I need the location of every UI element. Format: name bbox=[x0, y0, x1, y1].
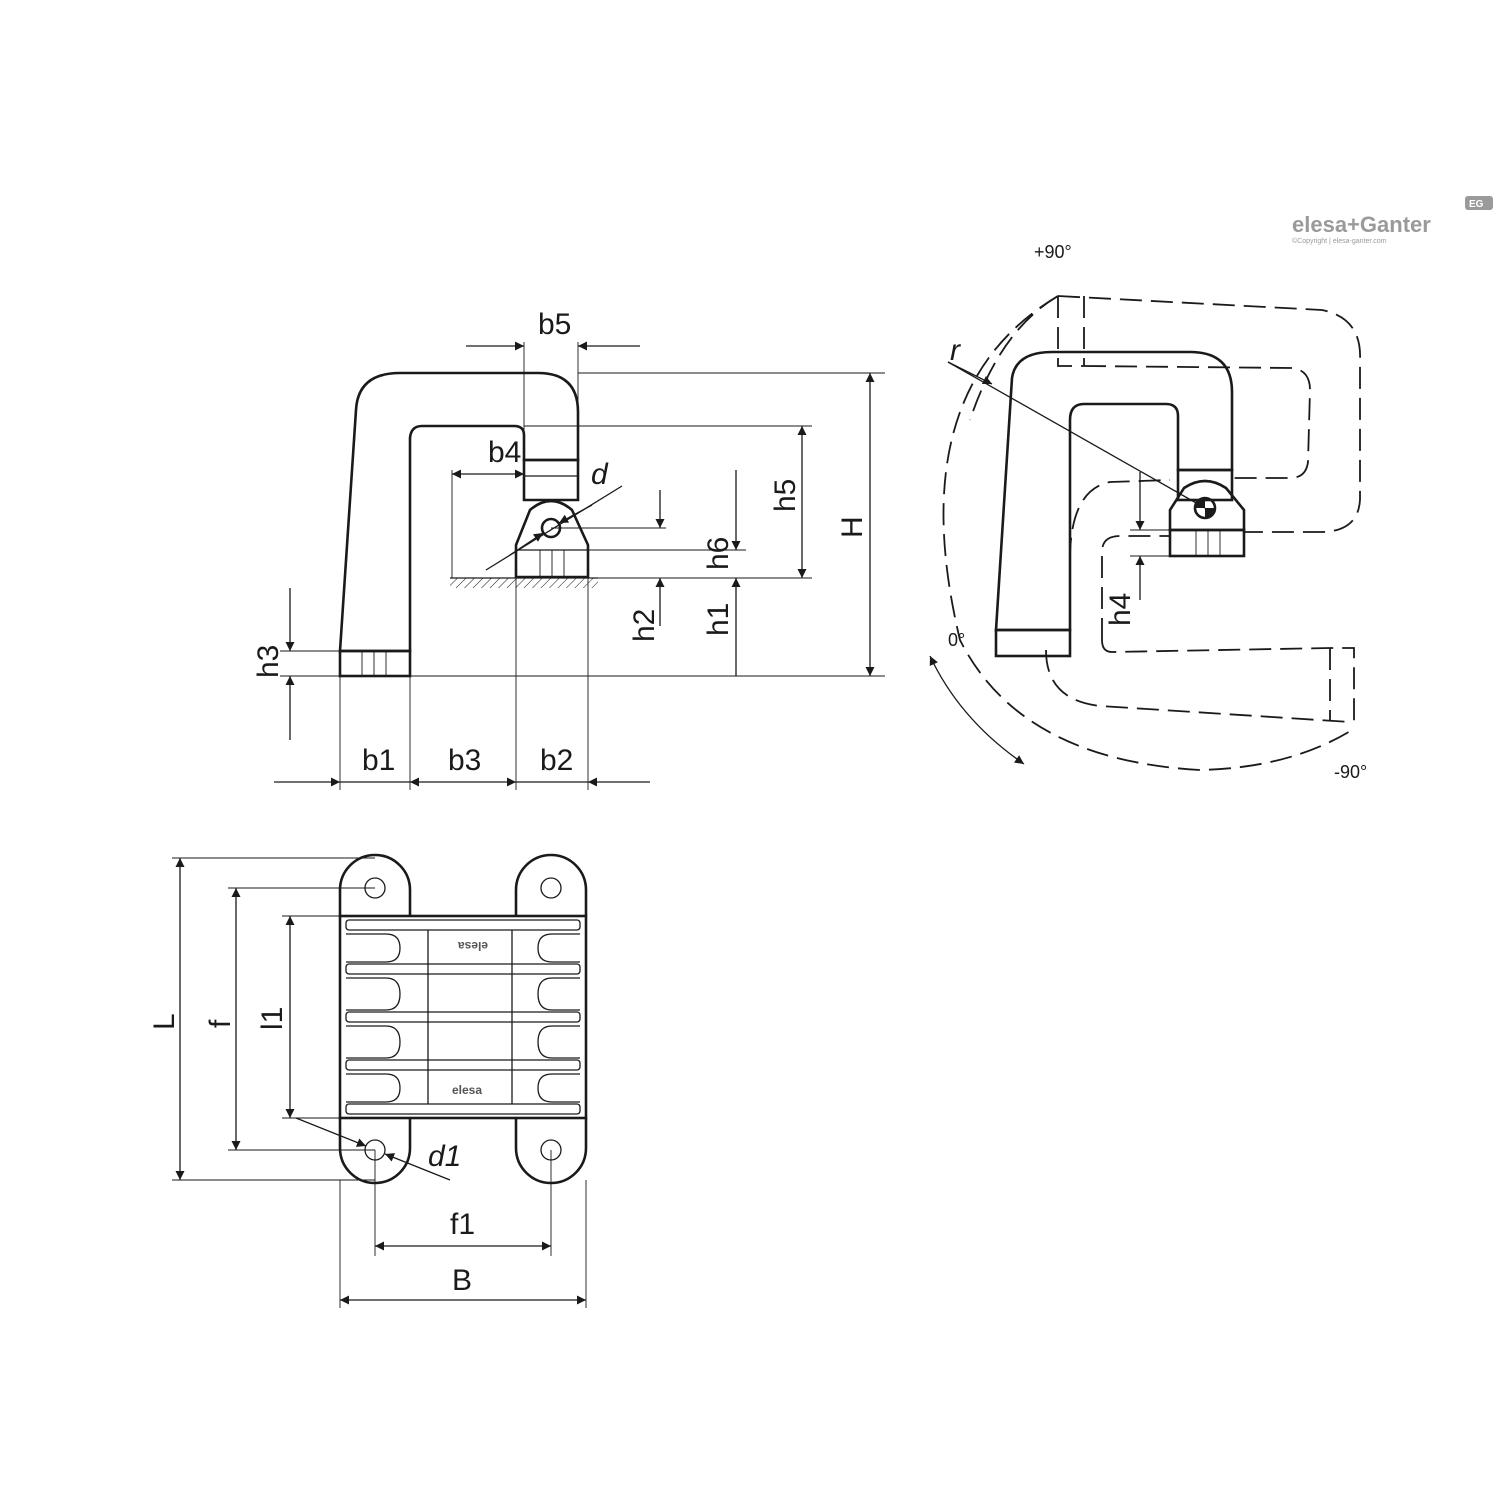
mount-hole bbox=[540, 877, 562, 899]
pivot-cap bbox=[522, 458, 580, 502]
dim-label-l1: l1 bbox=[256, 1007, 289, 1030]
rotation-handle-minus90 bbox=[1045, 649, 1351, 723]
rotation-hinge-bracket bbox=[1168, 479, 1246, 532]
dim-label-d: d bbox=[591, 458, 609, 491]
dim-label-H: H bbox=[836, 516, 869, 538]
dim-label-b5: b5 bbox=[538, 308, 571, 341]
brand-badge-box bbox=[1465, 196, 1493, 210]
dim-label-b1: b1 bbox=[362, 744, 395, 777]
top-body bbox=[338, 914, 588, 1120]
angle-plus90: +90° bbox=[1034, 242, 1072, 262]
dim-label-h6: h6 bbox=[702, 537, 735, 570]
handle-outline bbox=[338, 371, 580, 653]
top-lobe-right-upper bbox=[514, 853, 588, 916]
dim-label-h2: h2 bbox=[628, 609, 661, 642]
dim-label-b4: b4 bbox=[488, 436, 521, 469]
dim-label-r: r bbox=[950, 334, 961, 367]
mounting-surface bbox=[450, 578, 598, 588]
side-view: b5 b4 d h5 H h6 h2 h1 h3 b1 b3 bbox=[252, 308, 885, 790]
brand-name: elesa+Ganter bbox=[1292, 212, 1431, 237]
rotation-arc bbox=[942, 295, 1353, 771]
dim-label-d1: d1 bbox=[428, 1140, 461, 1173]
rotation-foot bbox=[994, 628, 1072, 658]
rotation-view: r h4 +90° 0° -90° bbox=[929, 242, 1367, 782]
dim-label-h4: h4 bbox=[1104, 593, 1137, 626]
dim-label-B: B bbox=[452, 1264, 472, 1297]
rotation-hinge-base bbox=[1168, 528, 1246, 558]
brand-copyright: ©Copyright | elesa-ganter.com bbox=[1292, 237, 1387, 245]
foot bbox=[338, 649, 412, 678]
dim-label-h5: h5 bbox=[769, 479, 802, 512]
marking-bottom: elesa bbox=[452, 1083, 482, 1097]
top-lobe-left-upper bbox=[338, 853, 412, 916]
rotation-handle-solid bbox=[994, 350, 1234, 632]
angle-zero: 0° bbox=[948, 630, 965, 650]
dim-label-b3: b3 bbox=[448, 744, 481, 777]
dim-label-h3: h3 bbox=[252, 645, 285, 678]
rotation-pivot-cap bbox=[1176, 468, 1234, 502]
dim-label-f: f bbox=[204, 1019, 237, 1028]
brand-logo: elesa+Ganter EG ©Copyright | elesa-gante… bbox=[1292, 196, 1493, 245]
rotation-handle-plus90 bbox=[1057, 295, 1361, 533]
dim-label-b2: b2 bbox=[540, 744, 573, 777]
marking-top: elesa bbox=[458, 939, 488, 953]
dim-label-L: L bbox=[148, 1013, 181, 1030]
top-view: elesa elesa L f l1 d1 f1 B bbox=[148, 853, 588, 1308]
angle-minus90: -90° bbox=[1334, 762, 1367, 782]
dim-label-f1: f1 bbox=[450, 1208, 475, 1241]
hinge-bracket bbox=[514, 499, 590, 579]
brand-badge: EG bbox=[1469, 199, 1484, 210]
dim-label-h1: h1 bbox=[702, 603, 735, 636]
